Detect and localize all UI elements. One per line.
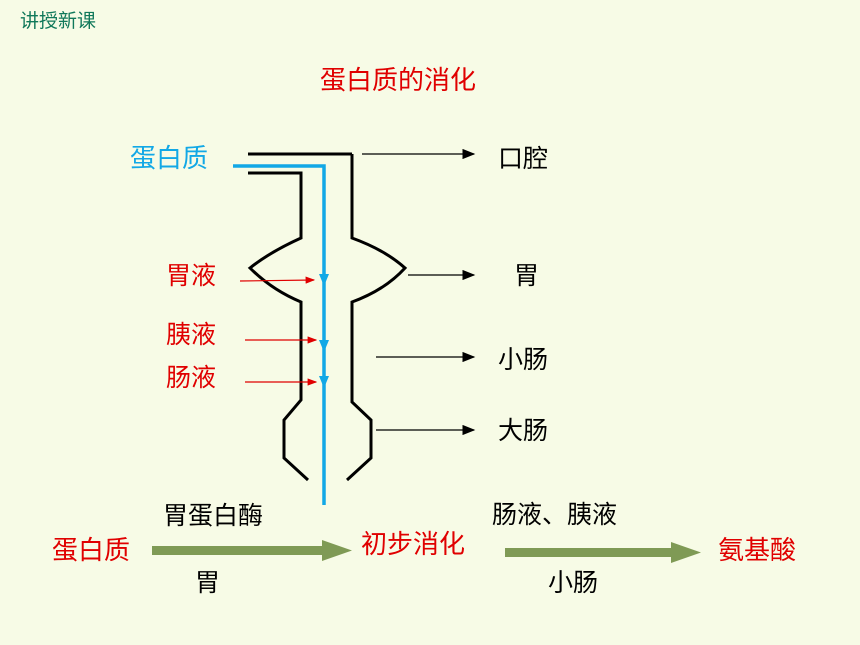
flow-step1-location: 胃: [195, 568, 221, 597]
protein-path-arrowhead: [319, 274, 329, 286]
flow-arrow-1: [152, 540, 352, 561]
flow-intermediate: 初步消化: [361, 530, 466, 560]
fluid-label-intestinal: 肠液: [166, 363, 217, 392]
header-label: 讲授新课: [20, 10, 97, 32]
flow-arrow-2: [505, 542, 701, 563]
fluid-arrow-gastric: [239, 276, 316, 284]
protein-path-arrowhead: [319, 376, 329, 388]
organ-label-small-intestine: 小肠: [498, 345, 549, 374]
protein-path-arrowhead: [319, 340, 329, 352]
tract-left-wall: [247, 171, 310, 482]
fluid-label-gastric: 胃液: [166, 261, 217, 290]
protein-path: [233, 164, 326, 505]
fluid-label-pancreatic: 胰液: [166, 320, 217, 349]
flow-end-amino-acid: 氨基酸: [718, 536, 797, 566]
organ-label-stomach: 胃: [514, 261, 540, 290]
organ-label-large-intestine: 大肠: [498, 416, 549, 445]
flow-step1-enzyme: 胃蛋白酶: [163, 501, 264, 530]
flow-step2-location: 小肠: [548, 568, 599, 597]
input-label-protein: 蛋白质: [130, 144, 209, 174]
tract-right-wall: [345, 154, 408, 482]
organ-label-mouth: 口腔: [498, 144, 549, 173]
flow-step2-enzymes: 肠液、胰液: [492, 500, 618, 529]
page-title: 蛋白质的消化: [320, 66, 477, 96]
flow-start-protein: 蛋白质: [52, 536, 131, 566]
